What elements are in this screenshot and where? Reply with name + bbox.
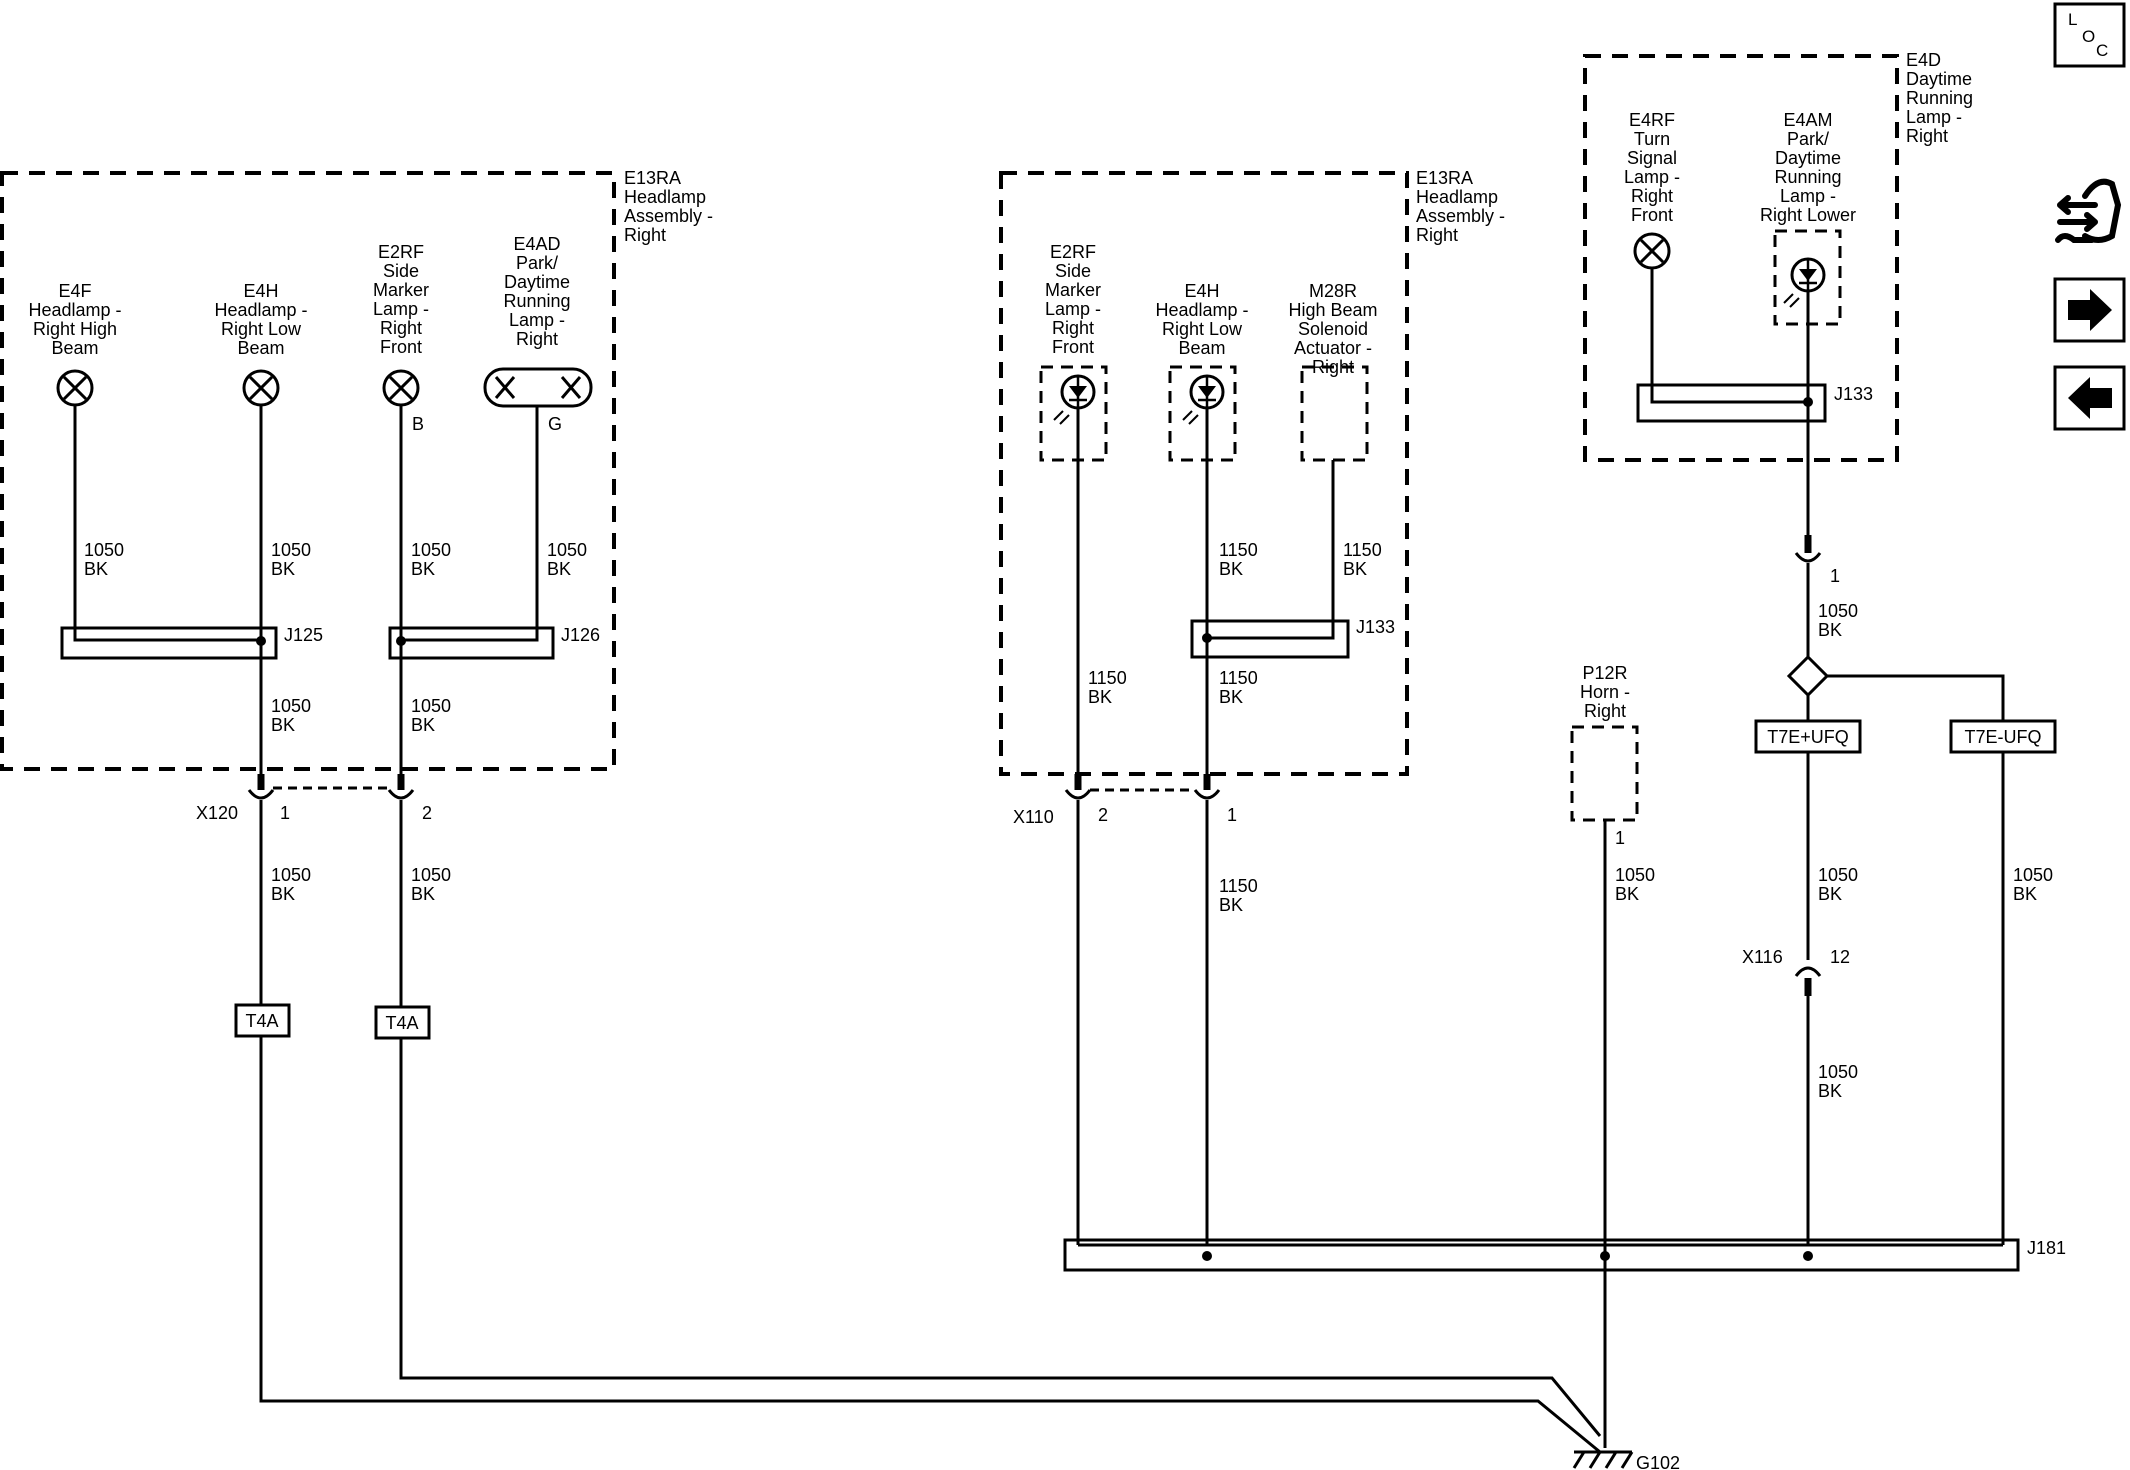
- pin-p12r: 1: [1615, 828, 1625, 848]
- lamp-e4rf-icon: [1633, 232, 1671, 270]
- wires-left: [73, 405, 539, 780]
- lamp-e4h-left-icon: [242, 369, 280, 407]
- location-button[interactable]: L O C: [2053, 2, 2126, 68]
- arrow-left-icon: [2068, 377, 2112, 419]
- pin-x120-1: 1: [280, 803, 290, 823]
- led-e4am-icon: [1782, 257, 1826, 309]
- pin-drl-conn: 1: [1830, 566, 1840, 586]
- assembly-box-mid: [999, 171, 1409, 776]
- label-j126: J126: [561, 625, 600, 645]
- loc-l: L: [2068, 10, 2077, 29]
- splice-j133-drl: [1636, 383, 1827, 423]
- wires-mid: [1076, 408, 1335, 776]
- connector-x116: [1794, 966, 1822, 996]
- option-t7e-minus: [1949, 719, 2057, 754]
- lamp-e4ad-dual-icon: [483, 367, 593, 408]
- arrow-right-icon: [2068, 289, 2112, 331]
- option-split-diamond: [1786, 654, 1830, 698]
- next-page-button[interactable]: [2053, 277, 2126, 343]
- splice-j133-mid: [1190, 619, 1350, 659]
- led-e4h-mid-icon: [1181, 374, 1225, 426]
- drl-connector: [1794, 402, 1822, 661]
- horn-box-p12r: [1570, 725, 1639, 822]
- loc-o: O: [2082, 27, 2095, 46]
- splice-j125: [60, 626, 278, 660]
- label-x120: X120: [196, 803, 238, 823]
- option-t7e-plus-label: T7E+UFQ: [1767, 727, 1849, 747]
- wires-drl: [1650, 268, 1810, 402]
- label-x110: X110: [1013, 807, 1054, 827]
- option-t7e-plus: [1754, 719, 1862, 754]
- pin-x116: 12: [1830, 947, 1850, 967]
- label-j133-mid: J133: [1356, 617, 1395, 637]
- actuator-box-m28r: [1300, 365, 1369, 462]
- connector-view-icon[interactable]: [2055, 178, 2122, 243]
- option-t4a-2-label: T4A: [385, 1013, 418, 1033]
- led-e2rf-mid-icon: [1052, 374, 1096, 426]
- label-x116: X116: [1742, 947, 1783, 967]
- led-box-e4h-mid: [1168, 365, 1237, 462]
- assembly-box-drl: [1583, 54, 1899, 462]
- pin-x120-2: 2: [422, 803, 432, 823]
- wires-options: [1806, 674, 2005, 1245]
- pin-e2rf-left: B: [412, 414, 424, 434]
- label-g102: G102: [1636, 1453, 1680, 1470]
- label-j125: J125: [284, 625, 323, 645]
- lamp-e4f-icon: [56, 369, 94, 407]
- pin-x110-1: 1: [1227, 805, 1237, 825]
- option-t7e-minus-label: T7E-UFQ: [1964, 727, 2041, 747]
- option-t4a-1-label: T4A: [245, 1011, 278, 1031]
- label-j133-drl: J133: [1834, 384, 1873, 404]
- ground-g102-icon: [1572, 1450, 1634, 1469]
- label-j181: J181: [2027, 1238, 2066, 1258]
- lamp-e2rf-left-icon: [382, 369, 420, 407]
- pin-x110-2: 2: [1098, 805, 1108, 825]
- assembly-box-left: [0, 171, 616, 771]
- previous-page-button[interactable]: [2053, 365, 2126, 431]
- ground-paths-left: [259, 1036, 1602, 1454]
- splice-j126: [388, 626, 555, 660]
- connector-x120: [247, 774, 415, 1020]
- loc-c: C: [2096, 41, 2108, 60]
- led-box-e2rf-mid: [1039, 365, 1108, 462]
- pin-e4ad: G: [548, 414, 562, 434]
- connector-x110: [1064, 774, 1221, 1245]
- splice-j181: [1063, 1238, 2020, 1272]
